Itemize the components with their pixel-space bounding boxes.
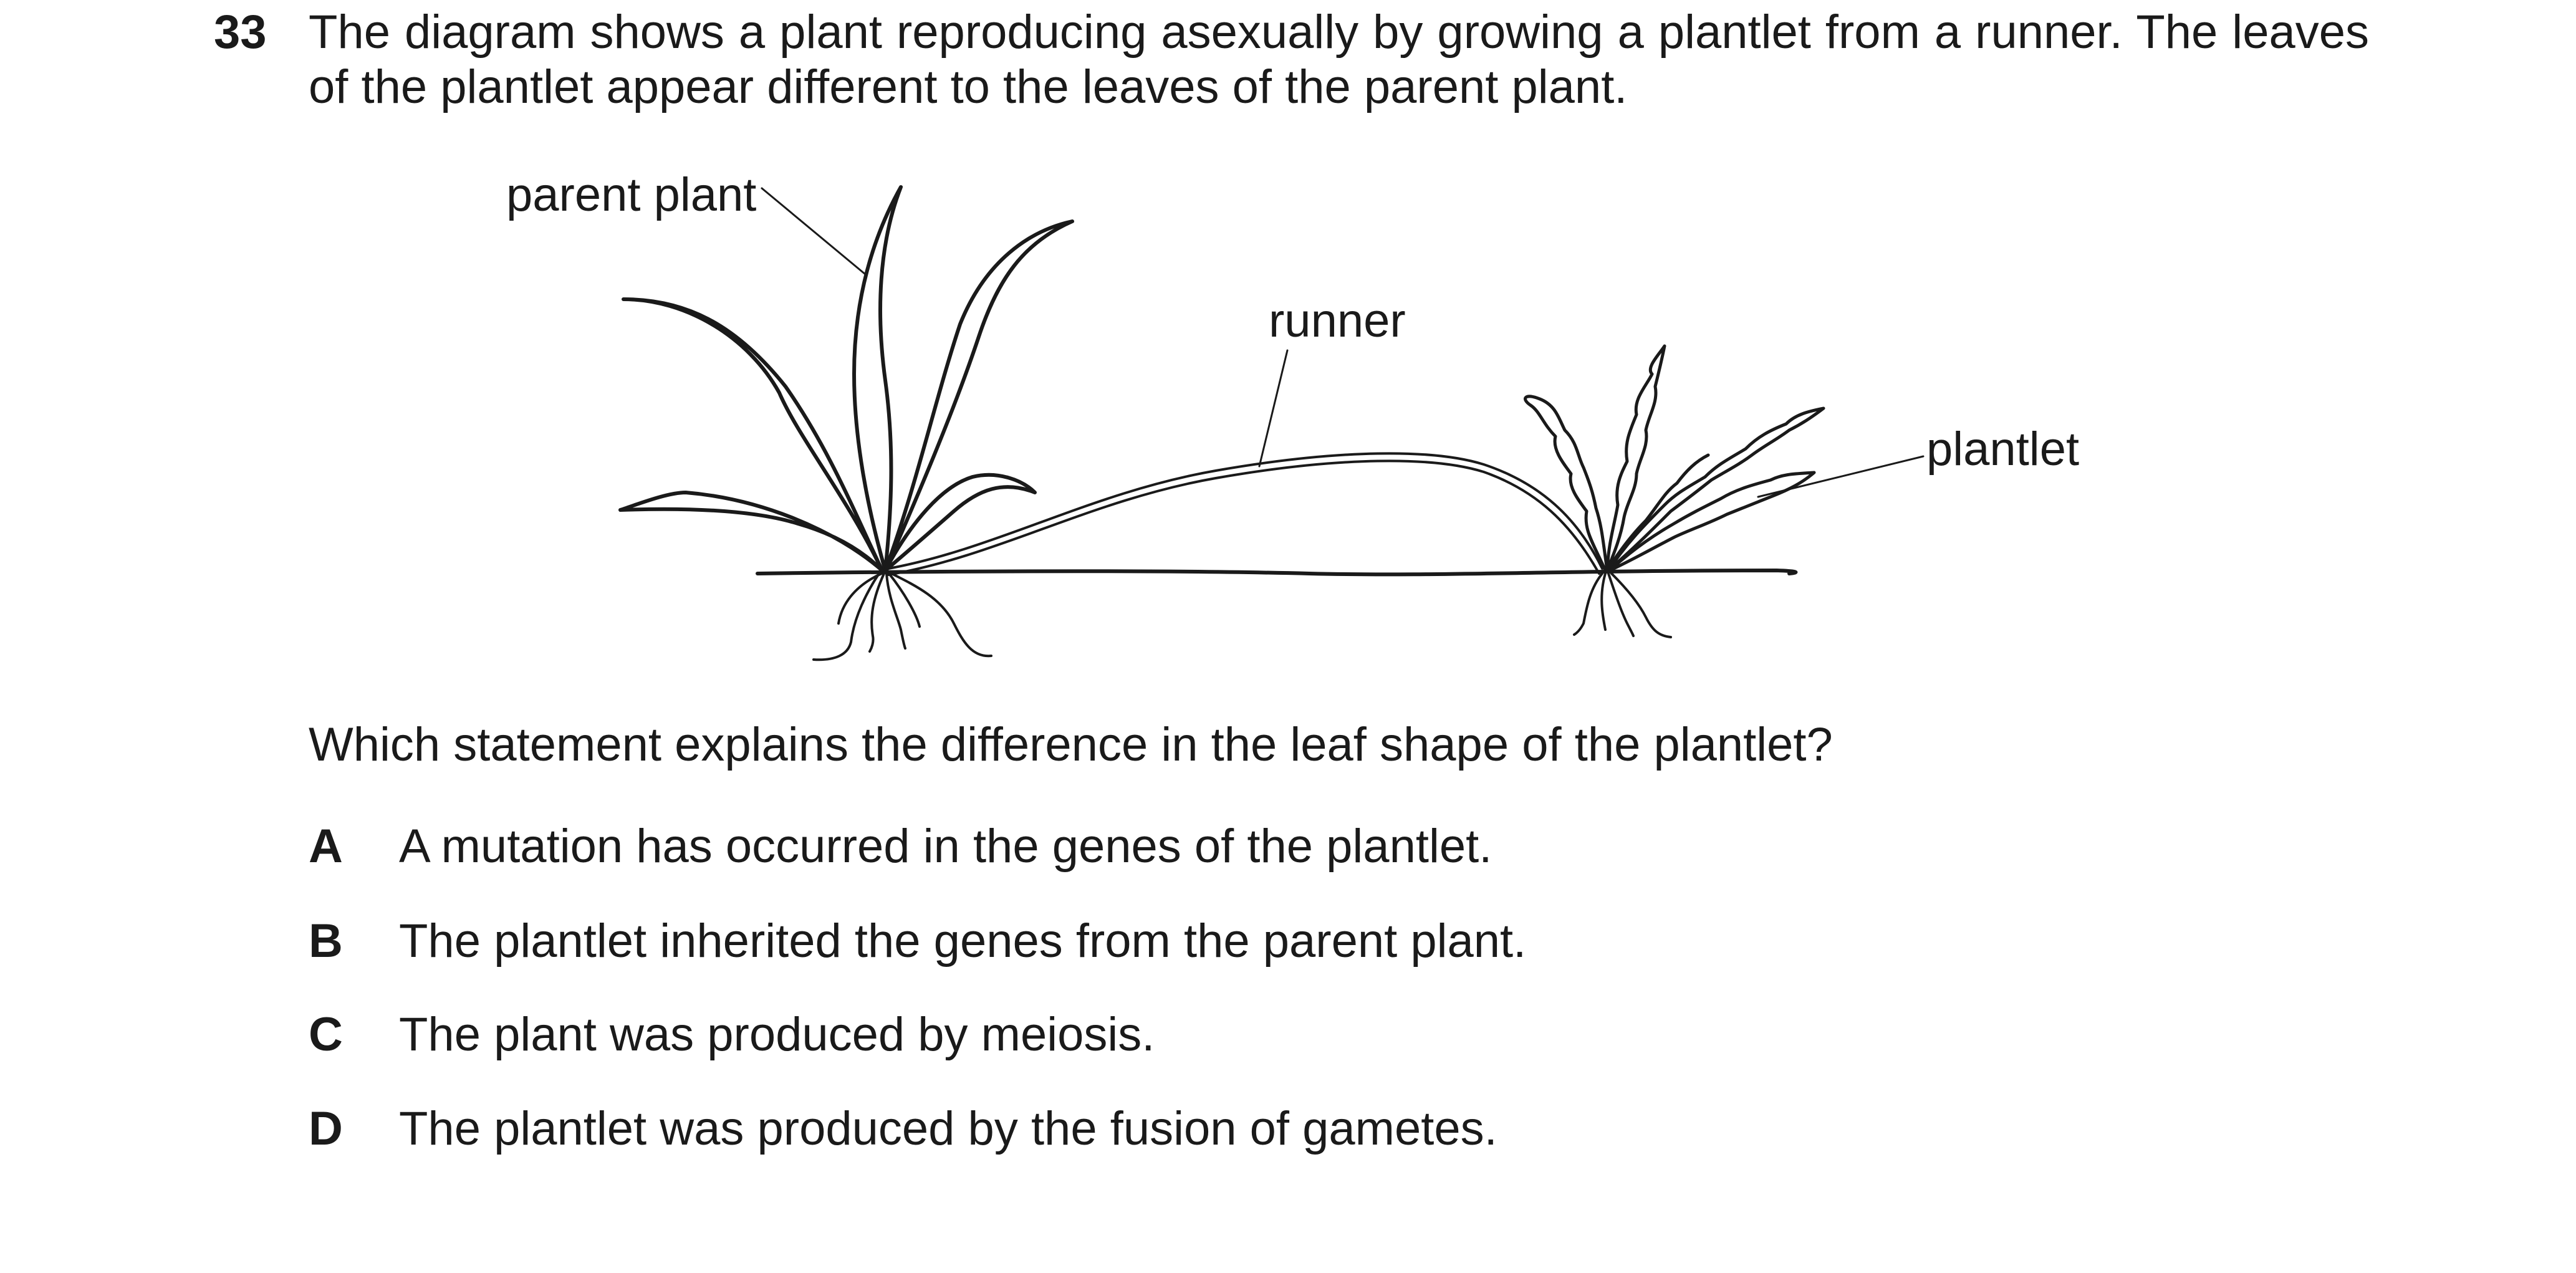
runner-stem <box>887 452 1603 576</box>
question-prompt: Which statement explains the difference … <box>309 718 1833 771</box>
parent-plant-label: parent plant <box>506 168 756 221</box>
plantlet-leaves <box>1524 344 1825 572</box>
question-number: 33 <box>214 6 267 59</box>
parent-plant-leader-line <box>761 187 867 276</box>
option-letter: C <box>309 1008 343 1061</box>
plant-runner-diagram: parent plant runner plantlet <box>506 168 2079 661</box>
runner-leader-line <box>1258 349 1289 468</box>
plantlet-label: plantlet <box>1926 423 2079 476</box>
parent-plant-leaves <box>618 185 1074 572</box>
option-text: The plantlet was produced by the fusion … <box>399 1102 1497 1155</box>
parent-plant-roots <box>812 572 992 661</box>
ground-line <box>756 569 1798 577</box>
option-text: The plantlet inherited the genes from th… <box>399 915 1527 968</box>
plantlet-roots <box>1573 572 1672 638</box>
option-letter: A <box>309 820 343 873</box>
option-letter: D <box>309 1102 343 1155</box>
question-stem: The diagram shows a plant reproducing as… <box>309 6 2369 113</box>
runner-label: runner <box>1269 294 1406 347</box>
option-letter: B <box>309 915 343 968</box>
option-text: The plant was produced by meiosis. <box>399 1008 1155 1061</box>
plantlet-leader-line <box>1757 455 1925 498</box>
option-text: A mutation has occurred in the genes of … <box>399 820 1492 873</box>
